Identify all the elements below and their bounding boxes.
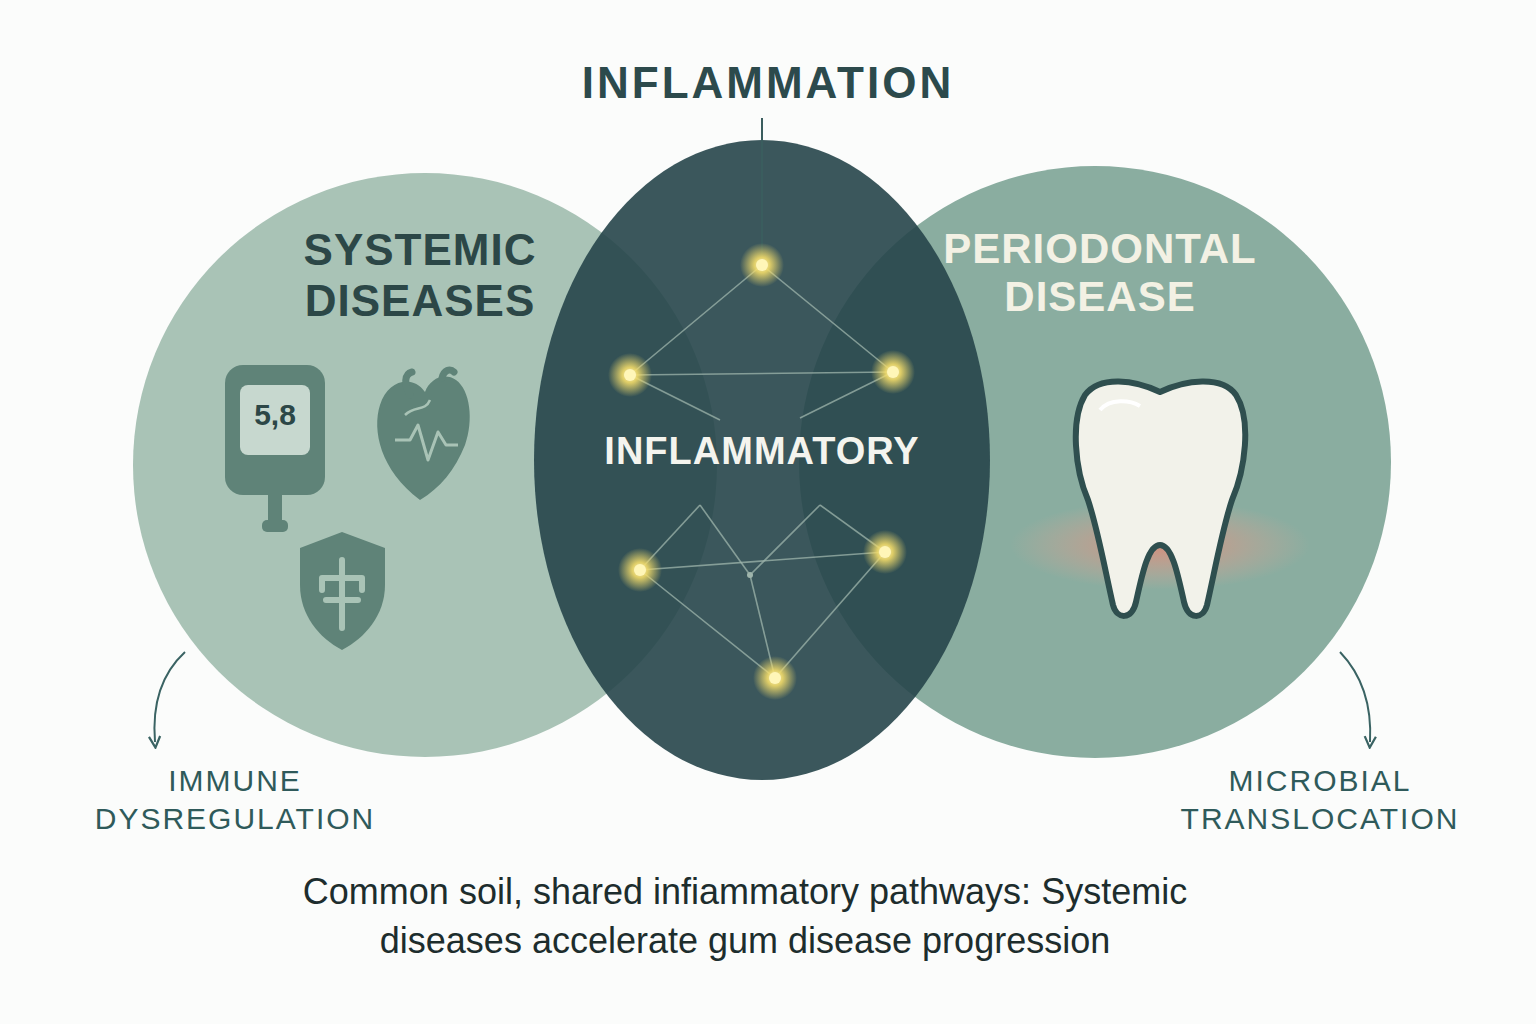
pathway-label: MICROBIAL TRANSLOCATION bbox=[1150, 762, 1490, 837]
glucose-meter-icon bbox=[225, 365, 325, 532]
periodontal-circle-node: PERIODONTAL DISEASE bbox=[900, 225, 1300, 355]
leader-arrow bbox=[1340, 652, 1370, 742]
node-label: INFLAMMATORY bbox=[604, 430, 919, 474]
shield-icon bbox=[300, 532, 385, 650]
node-label: SYSTEMIC DISEASES bbox=[250, 225, 590, 326]
leader-arrow bbox=[154, 652, 185, 742]
caption: Common soil, shared infiammatory pathway… bbox=[120, 868, 1370, 965]
node-label: PERIODONTAL DISEASE bbox=[900, 225, 1300, 322]
inflammatory-ellipse-node: INFLAMMATORY bbox=[560, 430, 964, 490]
heart-icon bbox=[377, 370, 470, 500]
systemic-circle-node: SYSTEMIC DISEASES bbox=[250, 225, 590, 355]
title-leader bbox=[761, 118, 763, 258]
pathway-label: IMMUNE DYSREGULATION bbox=[70, 762, 400, 837]
tooth-icon bbox=[1010, 381, 1310, 615]
meter-reading: 5,8 bbox=[236, 398, 314, 432]
diagram-title: INFLAMMATION bbox=[368, 58, 1168, 108]
